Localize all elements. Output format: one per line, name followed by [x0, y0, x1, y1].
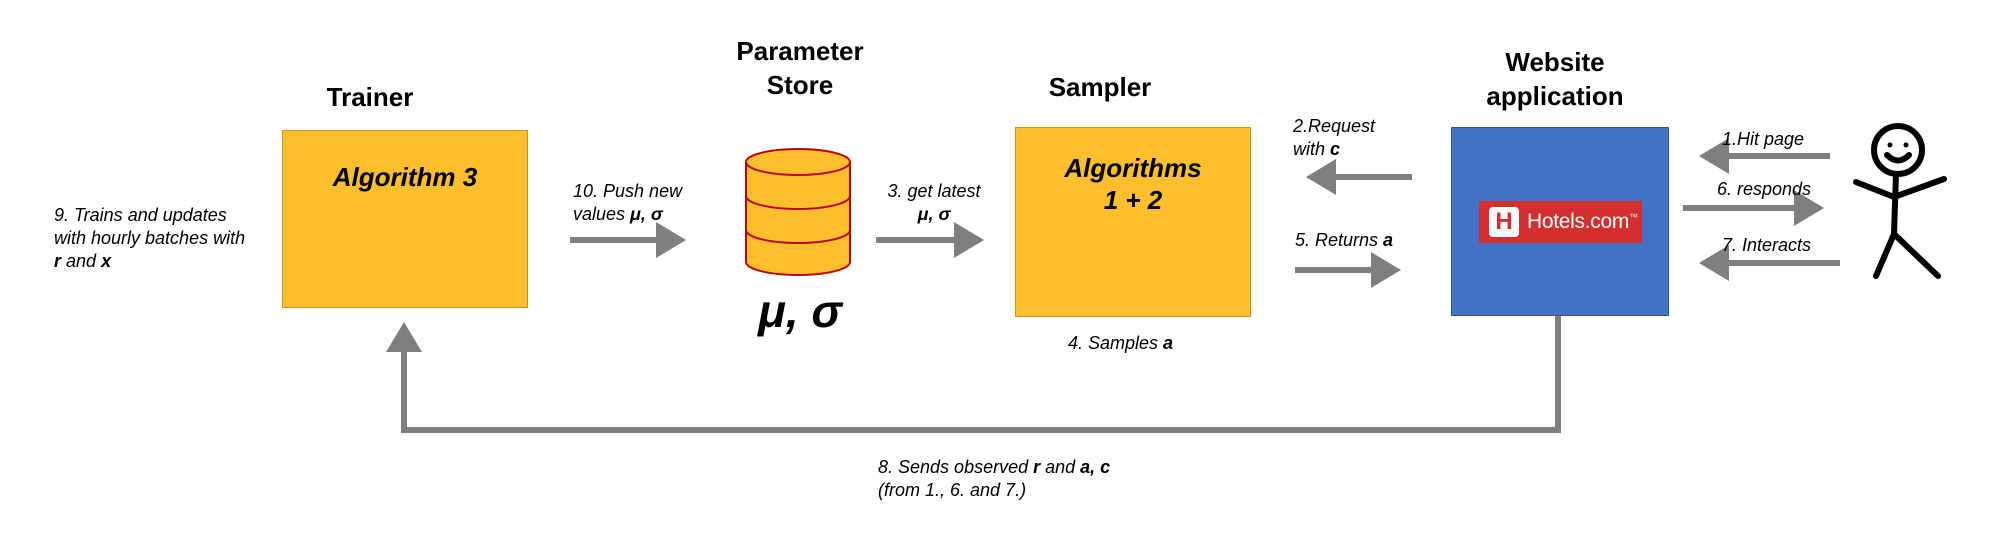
returns-annotation: 5. Returns a: [1295, 230, 1394, 250]
hotels-logo-mark: H: [1489, 207, 1519, 237]
sends-observed-annotation: 8. Sends observed r and a, c (from 1., 6…: [878, 457, 1111, 500]
store-parameters-symbol: μ, σ: [758, 285, 842, 337]
push-annotation: 10. Push new values μ, σ: [573, 181, 683, 224]
get-latest-annotation: 3. get latest μ, σ: [887, 181, 981, 224]
stick-figure-user-icon: [1853, 123, 1947, 279]
responds-annotation: 6. responds: [1717, 179, 1812, 199]
request-annotation: 2.Request with c: [1293, 116, 1376, 159]
feedback-loop-arrow: [386, 316, 1561, 433]
trainer-box-label: Algorithm 3: [332, 162, 478, 192]
trains-annotation: 9. Trains and updates with hourly batche…: [54, 205, 246, 271]
interacts-annotation: 7. Interacts: [1722, 235, 1812, 255]
hit-page-annotation: 1.Hit page: [1722, 129, 1805, 149]
website-title: Website application: [1486, 47, 1624, 111]
database-cylinder-icon: [745, 148, 851, 276]
parameter-store-title: Parameter Store: [736, 36, 864, 100]
hotels-logo-icon: H Hotels.com™: [1479, 201, 1642, 243]
sampler-box: Algorithms 1 + 2: [1015, 127, 1251, 317]
sampler-box-label: Algorithms 1 + 2: [1064, 153, 1202, 215]
hotels-logo-text: Hotels.com™: [1527, 210, 1638, 233]
trainer-title: Trainer: [326, 82, 414, 112]
trainer-box: Algorithm 3: [282, 130, 528, 308]
sampler-title: Sampler: [1048, 72, 1152, 102]
samples-annotation: 4. Samples a: [1068, 333, 1174, 353]
